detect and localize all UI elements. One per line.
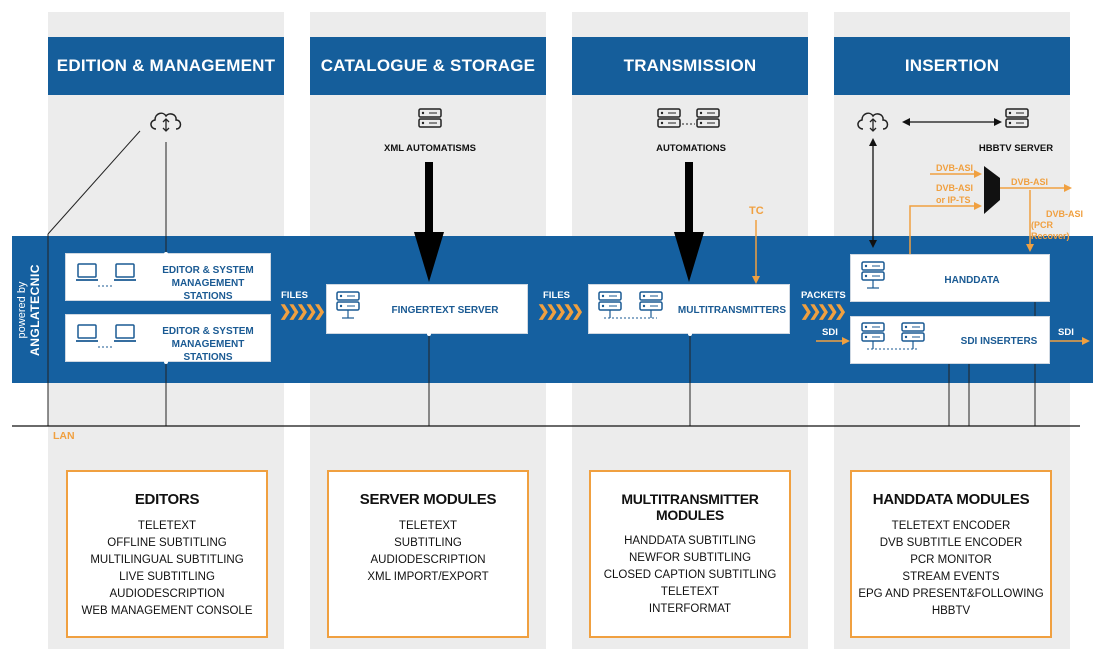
multitransmitters-label: MULTITRANSMITTERS <box>677 305 787 316</box>
module-item: TELETEXT <box>137 520 197 532</box>
module-item: OFFLINE SUBTITLING <box>107 537 227 549</box>
module-item: AUDIODESCRIPTION <box>109 588 225 600</box>
module-box-handdata: HANDDATA MODULES TELETEXT ENCODER DVB SU… <box>850 470 1052 638</box>
module-item: LIVE SUBTITLING <box>119 571 215 583</box>
editor-station-box-2 <box>65 314 271 362</box>
module-item: TELETEXT <box>398 520 458 532</box>
module-item: DVB SUBTITLE ENCODER <box>879 537 1023 549</box>
header-transmission: TRANSMISSION <box>572 37 808 95</box>
cloud-icon-edition <box>150 112 182 132</box>
dvb-asi-label-1: DVB-ASI <box>936 163 974 173</box>
dvb-asi-label-2: DVB-ASI <box>936 183 974 193</box>
module-item: TELETEXT ENCODER <box>891 520 1011 532</box>
module-item: EPG AND PRESENT&FOLLOWING <box>858 588 1044 600</box>
chevrons-packets: ❯❯❯❯❯ <box>800 303 847 320</box>
or-ip-ts-label: or IP-TS <box>936 195 971 205</box>
module-box-editors: EDITORS TELETEXT OFFLINE SUBTITLING MULT… <box>66 470 268 638</box>
module-item: NEWFOR SUBTITLING <box>628 552 752 564</box>
module-box-server: SERVER MODULES TELETEXT SUBTITLING AUDIO… <box>327 470 529 638</box>
automations-label: AUTOMATIONS <box>656 143 726 154</box>
header-edition-management: EDITION & MANAGEMENT <box>48 37 284 95</box>
module-item: STREAM EVENTS <box>902 571 1000 583</box>
module-item: HBBTV <box>931 605 971 617</box>
module-item: PCR MONITOR <box>910 554 992 566</box>
module-title-multitransmitter: MULTITRANSMITTER MODULES <box>621 491 759 523</box>
module-title-server: SERVER MODULES <box>359 491 497 508</box>
header-insertion: INSERTION <box>834 37 1070 95</box>
handdata-server-icon <box>861 261 885 281</box>
hbbtv-server-icon <box>1005 108 1029 128</box>
xml-automatisms-label: XML AUTOMATISMS <box>383 143 476 154</box>
dvb-asi-label-3: DVB-ASI <box>1011 177 1049 187</box>
tc-label: TC <box>749 205 764 217</box>
module-box-multitransmitter: MULTITRANSMITTER MODULES HANDDATA SUBTIT… <box>589 470 791 638</box>
automations-server-icon-2 <box>696 108 720 128</box>
laptop-icon-1b <box>113 263 137 281</box>
editor-station-label-2: EDITOR & SYSTEM MANAGEMENT STATIONS <box>162 326 254 363</box>
module-item: CLOSED CAPTION SUBTITLING <box>603 569 777 581</box>
chevrons-files-1: ❯❯❯❯❯ <box>279 303 326 320</box>
module-title-editors: EDITORS <box>134 491 200 508</box>
laptop-icon-1a <box>75 263 99 281</box>
sdi-inserters-label: SDI INSERTERS <box>960 336 1038 347</box>
hbbtv-server-label: HBBTV SERVER <box>978 143 1054 154</box>
module-item: SUBTITLING <box>394 537 462 549</box>
automations-server-icon-1 <box>657 108 681 128</box>
module-item: XML IMPORT/EXPORT <box>367 571 489 583</box>
module-item: TELETEXT <box>660 586 720 598</box>
handdata-label: HANDDATA <box>944 275 1000 286</box>
cloud-icon-insertion <box>857 112 889 132</box>
sdi-in-label: SDI <box>822 327 838 338</box>
laptop-icon-2a <box>75 324 99 342</box>
fingertext-server-label: FINGERTEXT SERVER <box>391 305 499 316</box>
xml-automatisms-server-icon <box>418 108 442 128</box>
sdi-inserter-server-icon-1 <box>861 322 885 342</box>
fingertext-server-icon <box>336 291 360 311</box>
packets-label: PACKETS <box>801 290 846 301</box>
laptop-icon-2b <box>113 324 137 342</box>
files-label-1: FILES <box>281 290 308 301</box>
sdi-out-label: SDI <box>1058 327 1074 338</box>
module-item: MULTILINGUAL SUBTITLING <box>90 554 244 566</box>
files-label-2: FILES <box>543 290 570 301</box>
lan-label: LAN <box>53 430 75 442</box>
editor-station-box-1 <box>65 253 271 301</box>
module-item: HANDDATA SUBTITLING <box>624 535 756 547</box>
editor-station-label-1: EDITOR & SYSTEM MANAGEMENT STATIONS <box>162 265 254 302</box>
pcr-recover-label: (PCR Recover) <box>1031 220 1070 241</box>
multitransmitter-server-icon-2 <box>639 291 663 311</box>
sdi-inserter-server-icon-2 <box>901 322 925 342</box>
module-title-handdata: HANDDATA MODULES <box>872 491 1030 508</box>
chevrons-files-2: ❯❯❯❯❯ <box>537 303 584 320</box>
module-item: WEB MANAGEMENT CONSOLE <box>81 605 253 617</box>
multitransmitter-server-icon-1 <box>598 291 622 311</box>
header-catalogue-storage: CATALOGUE & STORAGE <box>310 37 546 95</box>
module-item: AUDIODESCRIPTION <box>370 554 486 566</box>
module-item: INTERFORMAT <box>648 603 732 615</box>
dvb-asi-label-4: DVB-ASI <box>1046 209 1084 219</box>
